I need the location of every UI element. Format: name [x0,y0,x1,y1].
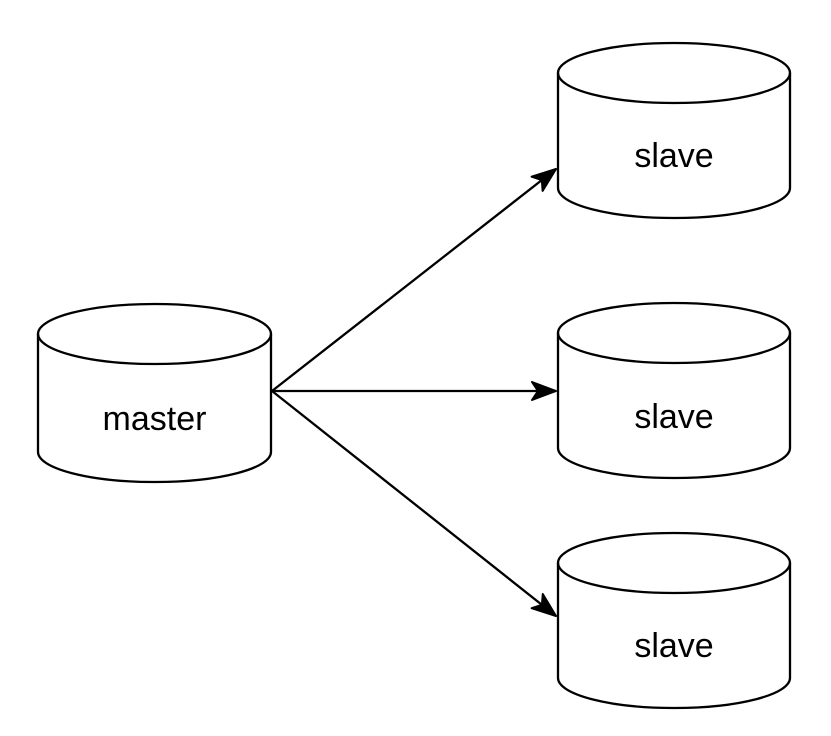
slave-bottom-cylinder-top-arc [556,562,792,595]
node-slave-bottom: slave [556,531,792,710]
slave-middle-cylinder-top-arc [556,332,792,365]
master-label: master [103,400,207,438]
slave-middle-cylinder-shape [556,301,792,480]
master-cylinder-shape [36,302,273,484]
slave-top-label: slave [634,137,713,175]
slave-top-cylinder-shape [556,41,792,220]
node-master: master [36,302,273,484]
master-cylinder-top-arc [36,333,273,366]
node-slave-top: slave [556,41,792,220]
node-slave-middle: slave [556,301,792,480]
edge-master-to-slave-top [271,168,557,392]
slave-middle-label: slave [634,398,713,436]
slave-bottom-cylinder-shape [556,531,792,710]
slave-top-cylinder-top-arc [556,72,792,105]
edge-master-to-slave-bottom [271,390,557,617]
slave-bottom-label: slave [634,627,713,665]
